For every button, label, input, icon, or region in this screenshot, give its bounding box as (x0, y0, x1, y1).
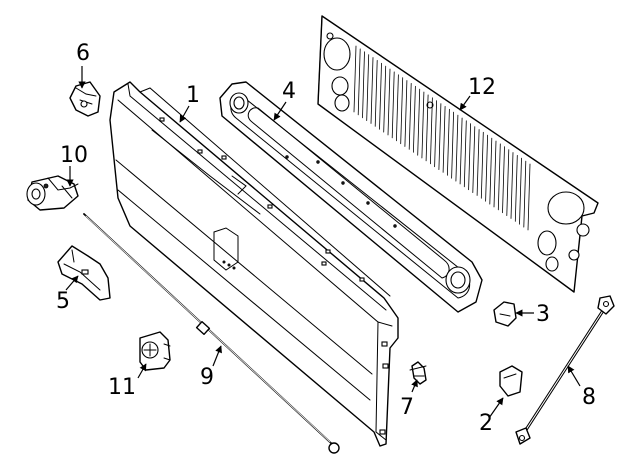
leader-7 (411, 379, 418, 393)
clip-part (493, 301, 517, 327)
latch-part (69, 81, 101, 117)
trim-panel-part (219, 81, 483, 313)
callout-10: 10 (60, 143, 88, 168)
support-cable-part (515, 295, 615, 445)
leader-2 (488, 397, 504, 419)
leader-12 (459, 95, 471, 111)
pin-part (409, 361, 427, 385)
callout-3: 3 (536, 302, 550, 327)
leader-4 (273, 101, 287, 121)
handle-switch-part (139, 331, 171, 371)
inner-panel-part (317, 15, 599, 293)
callout-12: 12 (468, 75, 496, 100)
callout-1: 1 (186, 83, 200, 108)
callout-5: 5 (56, 289, 70, 314)
leader-11 (137, 363, 147, 379)
leader-1 (179, 105, 190, 123)
tailgate-shell-part (109, 81, 399, 447)
callout-11: 11 (108, 375, 136, 400)
latch-rod-part (83, 213, 340, 454)
callout-6: 6 (76, 41, 90, 66)
callout-7: 7 (400, 395, 414, 420)
callout-9: 9 (200, 365, 214, 390)
callout-2: 2 (479, 411, 493, 436)
leader-9 (212, 345, 222, 367)
lock-cylinder-part (26, 175, 79, 211)
callout-4: 4 (282, 79, 296, 104)
callout-8: 8 (582, 385, 596, 410)
leader-5 (65, 275, 79, 291)
leader-8 (567, 365, 581, 387)
hinge-clip-part (499, 365, 523, 397)
